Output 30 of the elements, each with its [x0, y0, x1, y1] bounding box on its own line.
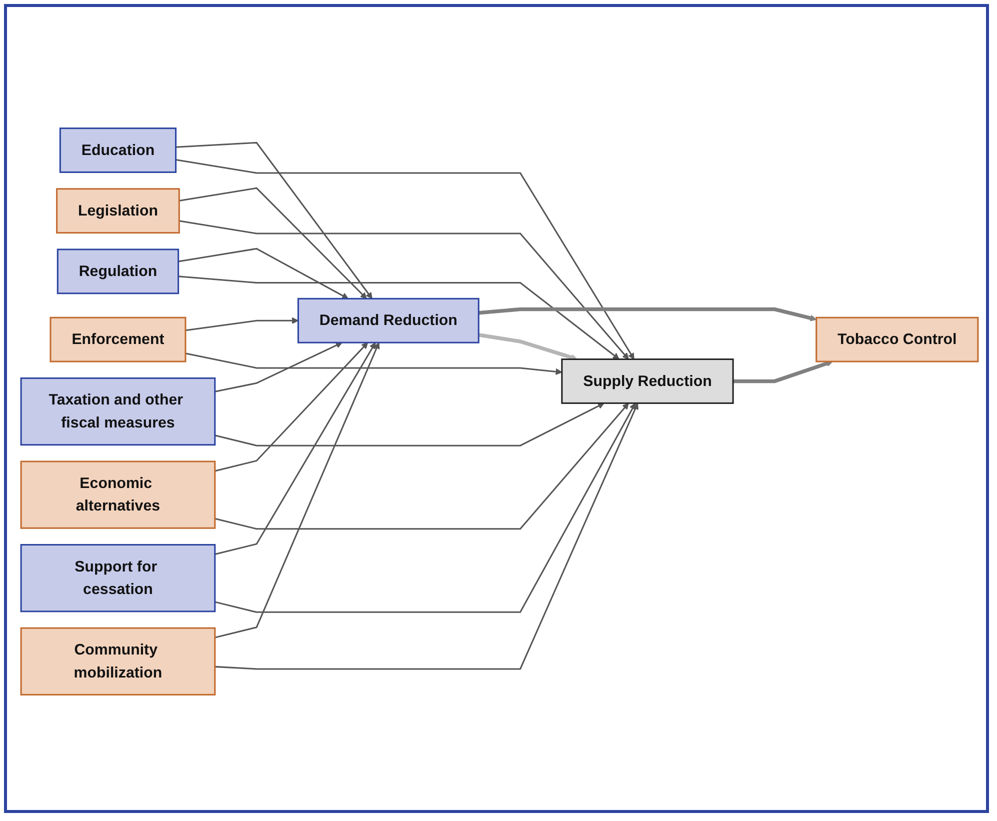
arrow	[214, 342, 380, 638]
node-box: Regulation	[56, 248, 180, 294]
arrow	[214, 402, 636, 613]
arrow	[214, 402, 604, 446]
arrow	[185, 352, 562, 375]
arrow	[178, 276, 620, 360]
arrow	[214, 402, 629, 530]
node-box: Economic alternatives	[20, 460, 216, 529]
arrow	[176, 158, 634, 360]
arrow	[733, 360, 833, 384]
arrow	[179, 187, 367, 299]
arrow	[478, 333, 578, 361]
arrow	[214, 342, 376, 555]
arrow	[178, 248, 348, 299]
arrow	[214, 342, 368, 472]
arrow	[185, 317, 298, 332]
node-box: Demand Reduction	[297, 298, 480, 344]
node-box: Legislation	[56, 188, 180, 234]
arrow	[478, 307, 817, 322]
node-box: Education	[59, 128, 177, 173]
node-box: Enforcement	[50, 316, 186, 362]
arrow	[179, 220, 629, 360]
node-box: Community mobilization	[20, 627, 216, 696]
arrow	[214, 342, 342, 392]
node-box: Taxation and other fiscal measures	[20, 377, 216, 446]
arrow	[176, 142, 372, 299]
node-box: Support for cessation	[20, 544, 216, 612]
node-box: Tobacco Control	[816, 316, 979, 362]
arrow	[214, 402, 638, 670]
node-box: Supply Reduction	[561, 358, 734, 404]
